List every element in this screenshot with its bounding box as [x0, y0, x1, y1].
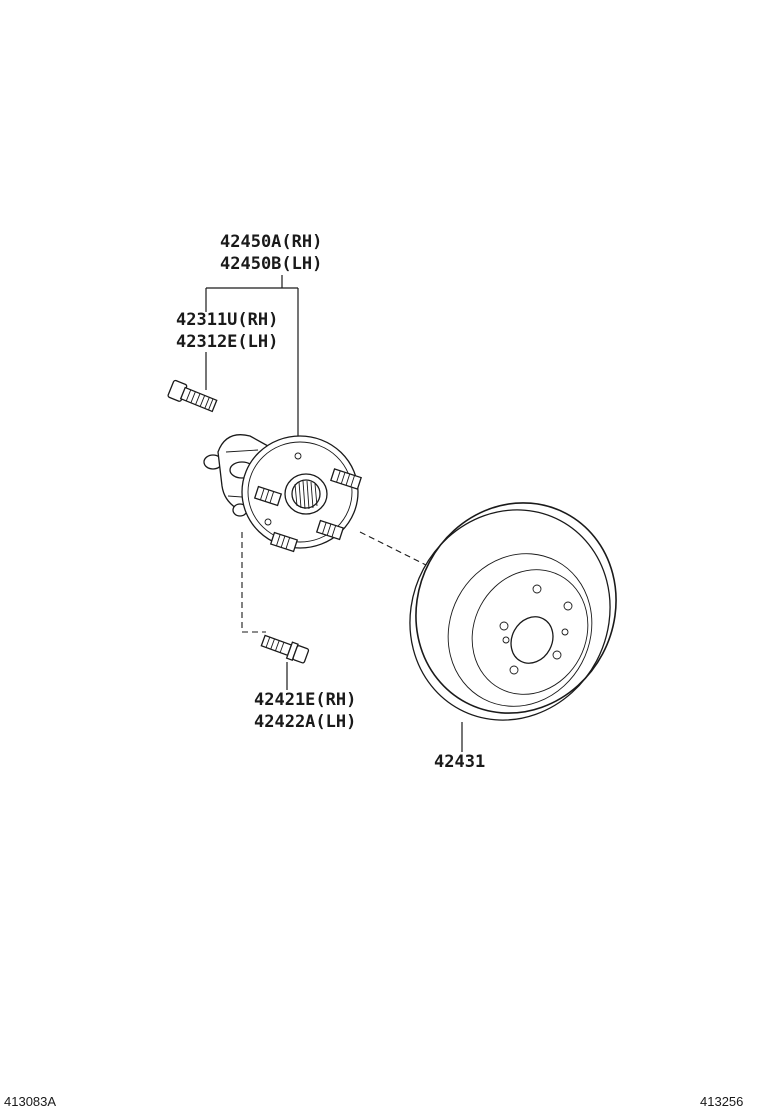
- label-disc: 42431: [434, 752, 485, 772]
- label-stud-lh: 42312E(LH): [176, 332, 278, 352]
- hub-bolt-part: [167, 379, 218, 413]
- leader-lines: [205, 275, 463, 752]
- hub-bearing-part: [203, 434, 362, 553]
- brake-disc-part: [409, 502, 617, 721]
- footer-left-code: 413083A: [4, 1094, 56, 1109]
- label-hub-rh: 42450A(RH): [220, 232, 322, 252]
- label-bolt-rh: 42421E(RH): [254, 690, 356, 710]
- mounting-bolt-part: [260, 634, 310, 664]
- label-hub-lh: 42450B(LH): [220, 254, 322, 274]
- footer-right-code: 413256: [700, 1094, 743, 1109]
- label-bolt-lh: 42422A(LH): [254, 712, 356, 732]
- label-stud-rh: 42311U(RH): [176, 310, 278, 330]
